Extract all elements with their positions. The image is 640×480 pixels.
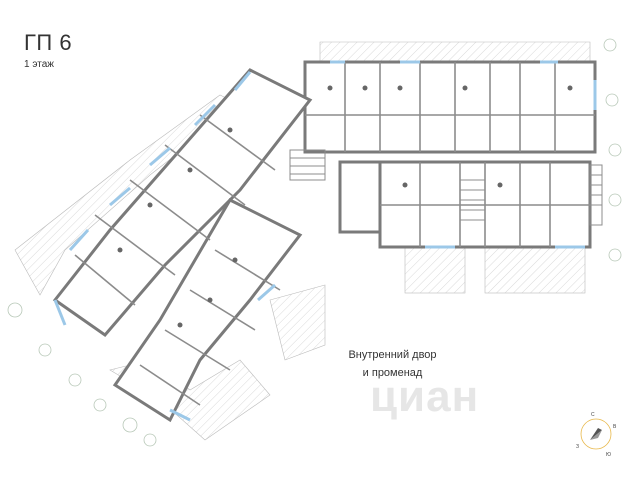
glazing: [53, 60, 597, 422]
compass-north: С: [591, 412, 595, 418]
trees: [7, 38, 622, 447]
courtyard-label-line2: и променад: [362, 367, 423, 379]
floor-label: 1 этаж: [24, 59, 54, 70]
building-right-wing: [303, 60, 597, 249]
courtyard-label-line1: Внутренний двор: [348, 349, 437, 361]
compass-south: Ю: [606, 452, 611, 458]
building-left-wing: [52, 68, 313, 423]
room-markers: [117, 85, 573, 328]
plan-title: ГП 6: [24, 30, 73, 55]
compass-east: В: [613, 424, 617, 430]
compass-icon: С В Ю З: [576, 412, 617, 458]
compass-west: З: [576, 444, 579, 450]
courtyard-label: Внутренний двор и променад: [320, 346, 465, 382]
watermark: циан: [370, 372, 480, 421]
stair-cores: [289, 149, 603, 226]
